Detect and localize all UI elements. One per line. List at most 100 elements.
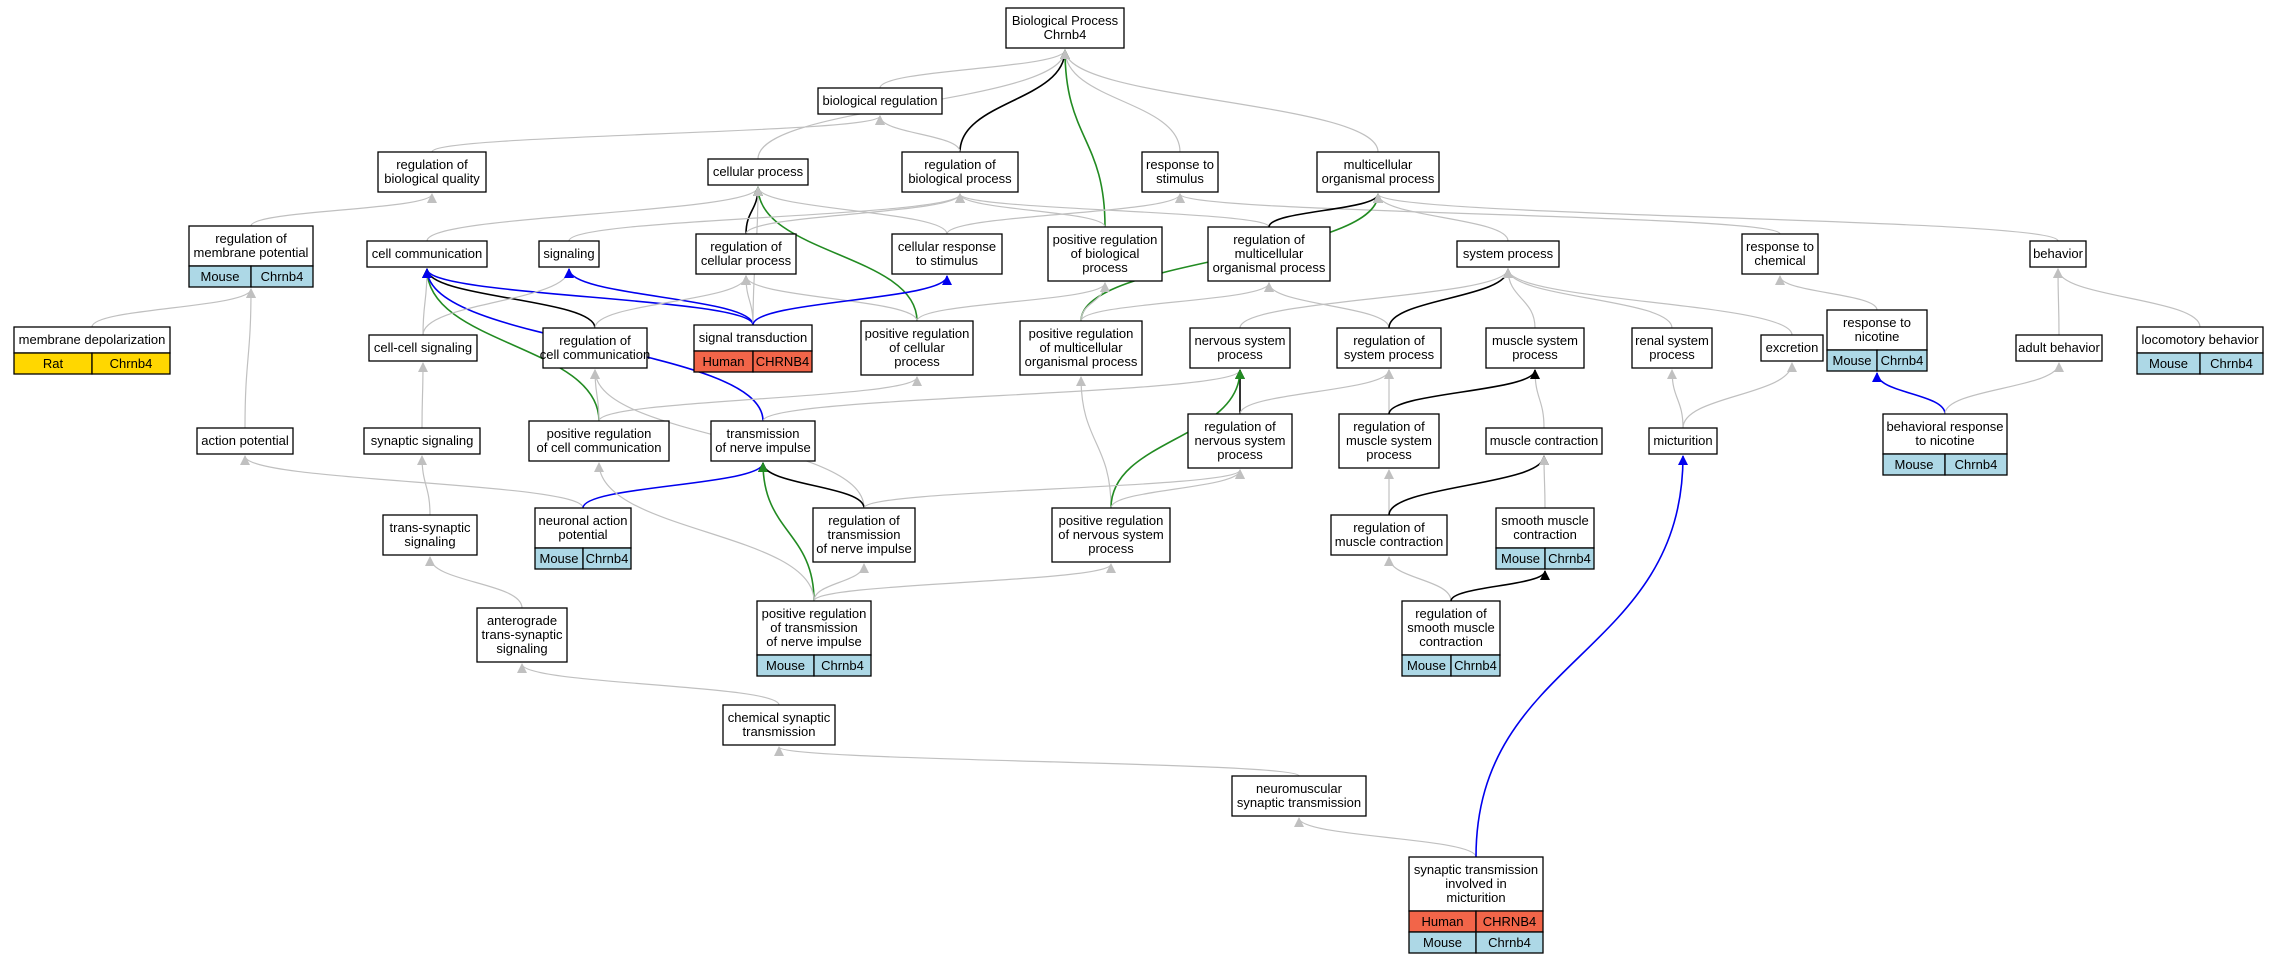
edge-rmop-to-rbp (955, 193, 1270, 228)
go-term-node-sig[interactable]: signaling (538, 240, 600, 268)
go-term-node-mic[interactable]: micturition (1648, 427, 1718, 455)
node-box (1631, 327, 1713, 369)
go-term-node-ap[interactable]: action potential (196, 427, 294, 455)
edge-ap-to-rmp (244, 288, 256, 429)
node-label: locomotory behavior (2141, 332, 2259, 347)
go-term-node-exc[interactable]: excretion (1760, 334, 1824, 362)
edge-prcp-to-prbp (916, 282, 1110, 322)
go-term-node-ss[interactable]: synaptic signaling (363, 427, 481, 455)
edge-rsmc-to-rmc (1384, 556, 1452, 602)
node-box (1338, 413, 1440, 469)
go-term-node-breg[interactable]: biological regulation (817, 87, 943, 115)
species-label: Mouse (200, 269, 239, 284)
go-term-node-cellp[interactable]: cellular process (707, 158, 809, 186)
edge-rtc-to-rts (1175, 193, 1781, 235)
go-term-node-sysp[interactable]: system process (1456, 240, 1560, 268)
node-box (722, 704, 836, 746)
gene-cell (1944, 453, 2008, 476)
gene-label: Chrnb4 (1548, 551, 1591, 566)
edge-cc-to-cellp (426, 186, 763, 242)
gene-label: Chrnb4 (1881, 353, 1924, 368)
go-term-node-ccs[interactable]: cell-cell signaling (368, 334, 478, 362)
go-term-node-cc[interactable]: cell communication (366, 240, 488, 268)
go-term-node-beh[interactable]: behavior (2029, 240, 2087, 268)
node-label: membrane depolarization (19, 332, 166, 347)
node-box (2136, 326, 2264, 354)
edge-prbp-to-bp (1060, 49, 1106, 228)
node-box (1047, 226, 1163, 282)
node-box (1005, 7, 1125, 49)
go-term-node-ab[interactable]: adult behavior (2015, 334, 2103, 362)
edge-lb-to-beh (2053, 268, 2201, 328)
node-box (1408, 856, 1544, 912)
node-box (1401, 600, 1501, 656)
edge-prcp-to-rcp (741, 275, 918, 322)
edge-prtni-to-rtni (813, 563, 869, 602)
edge-exc-to-sysp (1503, 268, 1793, 336)
node-box (695, 233, 797, 275)
go-term-node-mc[interactable]: muscle contraction (1485, 427, 1603, 455)
